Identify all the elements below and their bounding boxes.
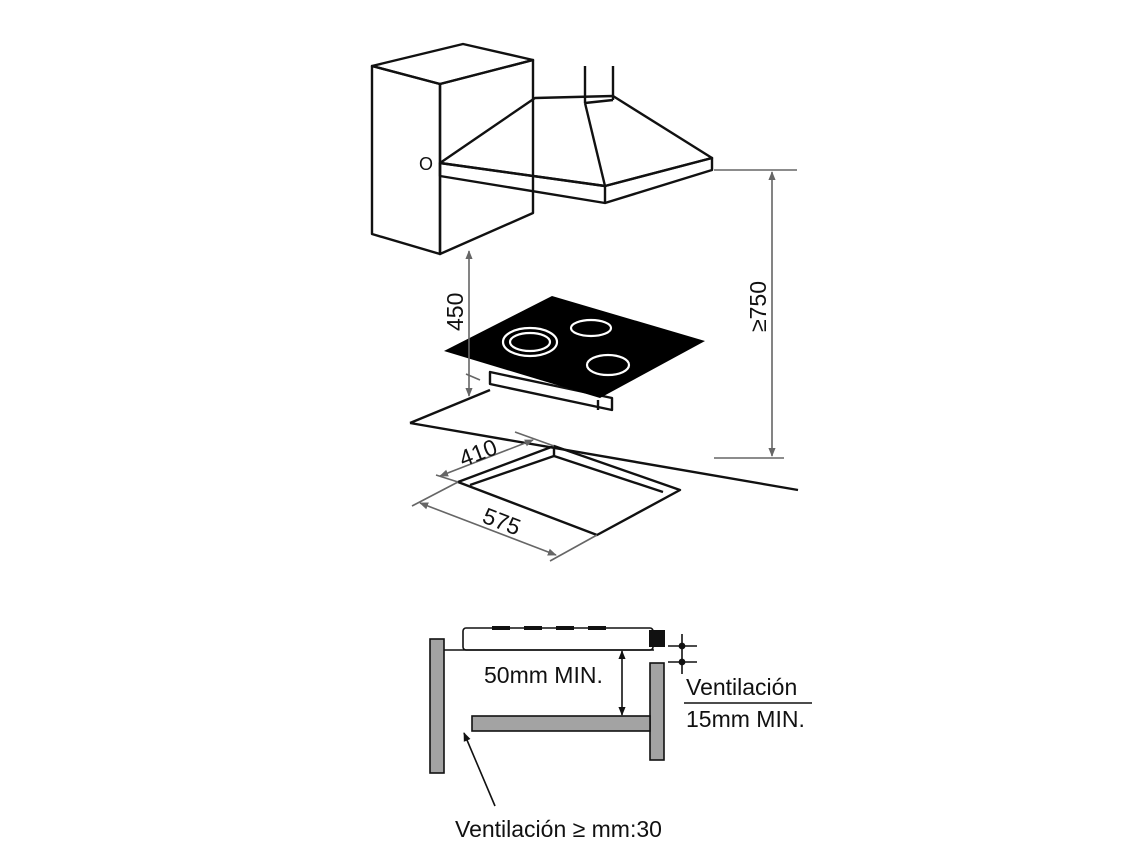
bottom-shelf xyxy=(471,715,651,732)
dimension-450-label: 450 xyxy=(442,293,468,331)
ventilation-section: 50mm MIN. Ventilación 15mm MIN. Ventilac… xyxy=(429,626,812,842)
right-wall xyxy=(649,662,665,761)
burner-small-front xyxy=(585,353,631,377)
hob-glass xyxy=(444,296,705,398)
cabinet-knob-mark: O xyxy=(419,154,433,174)
dimension-410-label: 410 xyxy=(455,434,500,472)
dimension-cabinet-to-hob: 450 xyxy=(442,250,481,397)
side-vent-label: Ventilación xyxy=(686,674,797,700)
hob-profile xyxy=(444,626,665,651)
dimension-750-label: ≥750 xyxy=(745,281,771,332)
left-wall xyxy=(429,638,445,774)
side-vent-value: 15mm MIN. xyxy=(686,706,805,732)
side-vent-marker xyxy=(668,634,812,704)
dimension-575-label: 575 xyxy=(479,502,524,540)
ceramic-hob xyxy=(444,296,705,412)
chimney-hood xyxy=(438,66,714,205)
dimension-hood-to-worktop: ≥750 xyxy=(714,169,797,459)
dimension-cutout-width: 575 xyxy=(411,481,598,562)
burner-large-outer-ring xyxy=(501,326,559,358)
burner-small-rear xyxy=(569,318,613,338)
worktop xyxy=(409,388,799,492)
wall-cabinet: O xyxy=(370,42,535,256)
bottom-vent-pointer xyxy=(463,732,496,807)
bottom-vent-label: Ventilación ≥ mm:30 xyxy=(455,816,662,842)
gap-label: 50mm MIN. xyxy=(484,662,603,688)
burner-large-inner-ring xyxy=(508,331,552,353)
dimension-cutout-depth: 410 xyxy=(435,431,555,483)
